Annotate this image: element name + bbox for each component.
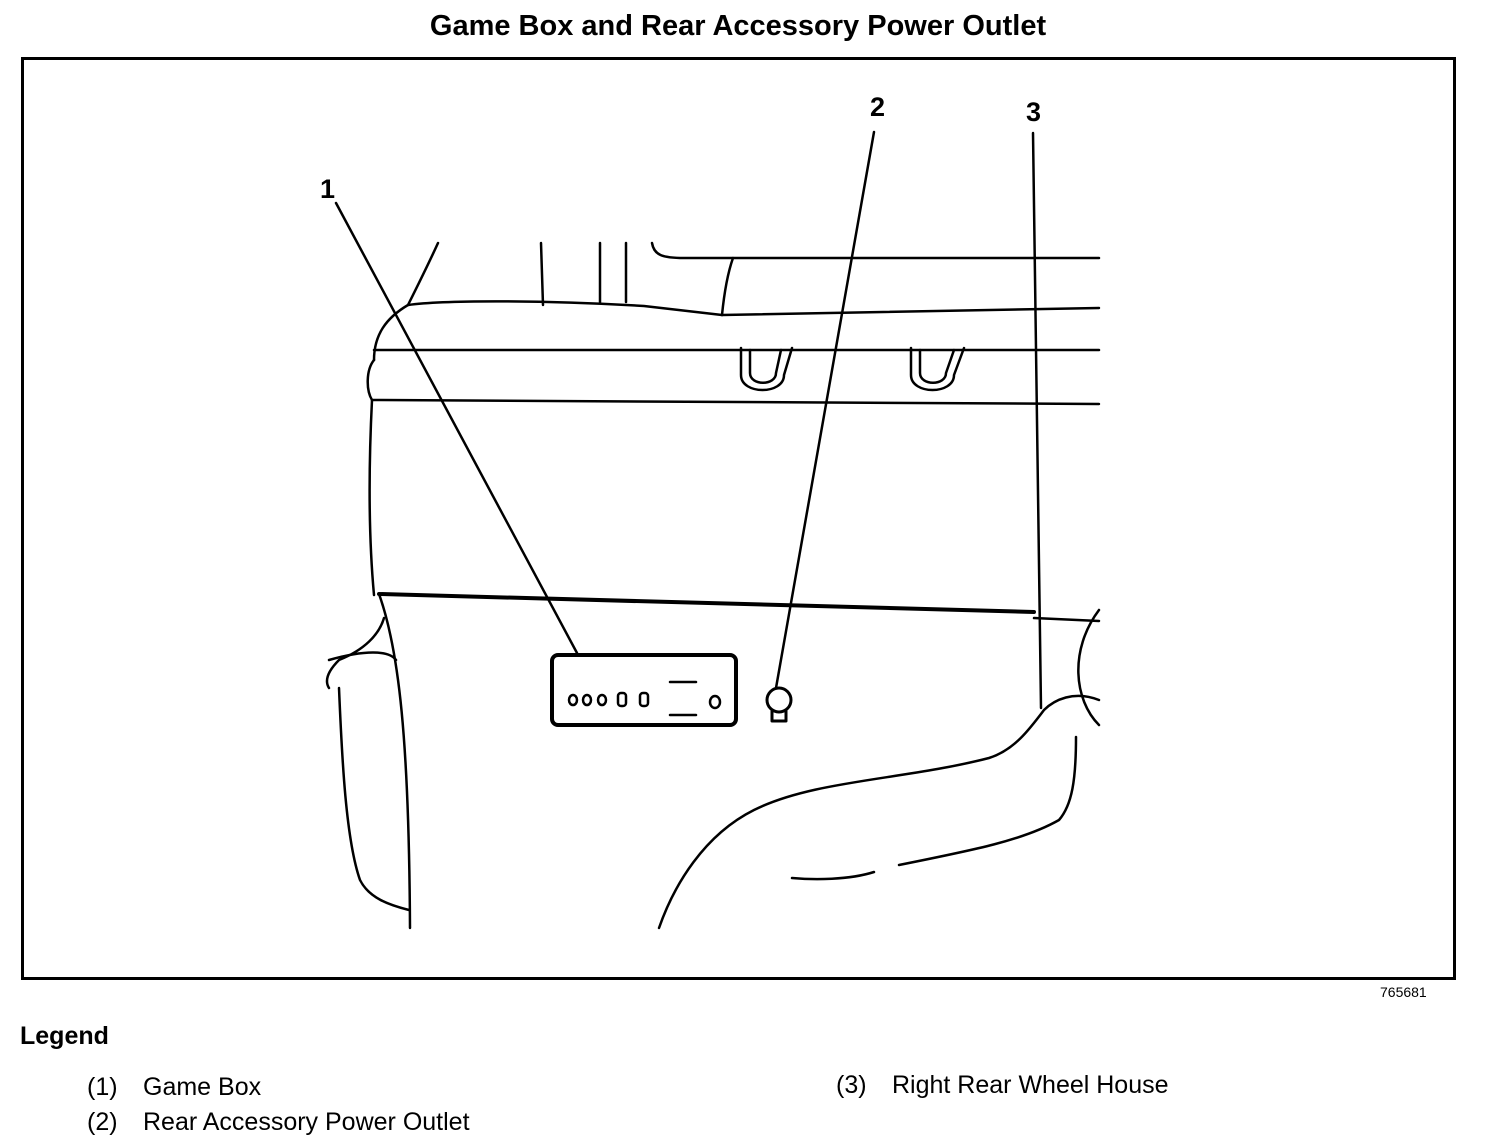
power-outlet-icon xyxy=(765,686,793,723)
leader-line-2 xyxy=(774,130,876,690)
figure-id: 765681 xyxy=(1380,984,1427,1000)
leader-line-3 xyxy=(1031,131,1043,710)
callout-leaders xyxy=(334,130,1043,710)
figure-frame: 1 2 3 xyxy=(21,57,1456,980)
game-box-panel xyxy=(550,653,738,727)
line-drawing: 1 2 3 xyxy=(320,92,1101,930)
callout-label-3: 3 xyxy=(1026,97,1041,127)
callout-label-1: 1 xyxy=(320,174,335,204)
legend-item: (1) Game Box xyxy=(87,1073,261,1102)
legend-item-text: Game Box xyxy=(143,1073,262,1101)
legend-item-number: (3) xyxy=(836,1071,867,1099)
diagram-title: Game Box and Rear Accessory Power Outlet xyxy=(429,10,1047,42)
legend-item-number: (1) xyxy=(87,1073,118,1101)
cargo-hook-icon xyxy=(909,346,966,392)
wheel-house-shape xyxy=(657,608,1101,930)
upper-trim-lines xyxy=(366,241,1101,597)
cupholder-shape xyxy=(325,592,412,930)
cargo-hook-icon xyxy=(739,346,794,392)
callout-label-2: 2 xyxy=(870,92,885,122)
legend-item-text: Rear Accessory Power Outlet xyxy=(143,1108,470,1136)
legend-item-number: (2) xyxy=(87,1108,118,1136)
belt-line xyxy=(377,592,1101,623)
legend-item: (3) Right Rear Wheel House xyxy=(836,1071,1169,1100)
legend-heading: Legend xyxy=(20,1022,109,1050)
legend-item-text: Right Rear Wheel House xyxy=(892,1071,1169,1099)
leader-line-1 xyxy=(334,201,579,655)
legend-item: (2) Rear Accessory Power Outlet xyxy=(87,1108,470,1137)
